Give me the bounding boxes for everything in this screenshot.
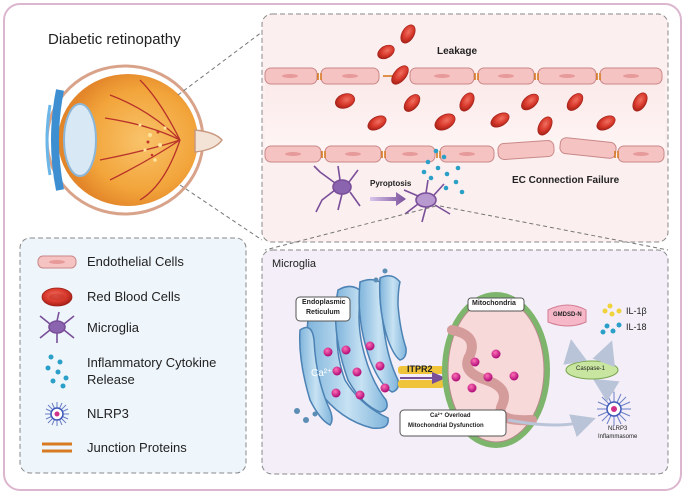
endothelial-row-top bbox=[264, 67, 663, 85]
microglia-panel-title: Microglia bbox=[272, 258, 317, 270]
legend-label-junction: Junction Proteins bbox=[87, 440, 187, 455]
legend-icons bbox=[37, 255, 77, 453]
ec-failure-label: EC Connection Failure bbox=[512, 175, 620, 186]
microglia-pyroptotic bbox=[403, 179, 451, 223]
gsdmd-label: GMDSD-N bbox=[553, 312, 582, 318]
overload-label-line2: Mitochondrial Dysfunction bbox=[408, 423, 484, 429]
gsdmd-shape bbox=[547, 304, 587, 327]
er-label-line2: Reticulum bbox=[306, 309, 340, 316]
junction-proteins bbox=[317, 73, 619, 158]
legend-label-microglia: Microglia bbox=[87, 320, 140, 335]
pyroptosis-label: Pyroptosis bbox=[370, 179, 412, 188]
figure-title: Diabetic retinopathy bbox=[48, 31, 181, 48]
caspase-label: Caspase-1 bbox=[576, 366, 606, 372]
legend-label-cytokine-line1: Inflammatory Cytokine bbox=[87, 355, 217, 370]
legend-panel bbox=[19, 237, 247, 474]
calcium-ions-er bbox=[323, 341, 390, 400]
er-label-line1: Endoplasmic bbox=[302, 299, 346, 306]
il18-label: IL-18 bbox=[626, 322, 647, 332]
calcium-ions-mito bbox=[451, 349, 519, 393]
ca-label: Ca²⁺ bbox=[311, 368, 333, 379]
il18-dots bbox=[600, 322, 622, 335]
nlrp3-label-line2: Inflammasome bbox=[598, 434, 638, 440]
legend-label-nlrp3: NLRP3 bbox=[87, 406, 129, 421]
legend-label-cytokine-line2: Release bbox=[87, 372, 135, 387]
overload-label-line1: Ca²⁺ Overload bbox=[430, 413, 471, 419]
il1b-dots bbox=[602, 303, 622, 317]
itpr2-label: ITPR2 bbox=[407, 364, 433, 374]
microglia-normal bbox=[313, 165, 361, 213]
leakage-label: Leakage bbox=[437, 46, 478, 57]
red-blood-cells bbox=[335, 24, 648, 136]
legend-label-endothelial: Endothelial Cells bbox=[87, 254, 184, 269]
nlrp3-label-line1: NLRP3 bbox=[608, 426, 628, 432]
nlrp3-inflammasome bbox=[597, 392, 631, 426]
eye-illustration bbox=[45, 64, 223, 216]
cytokine-cluster bbox=[421, 148, 465, 195]
legend-label-rbc: Red Blood Cells bbox=[87, 289, 181, 304]
mito-label: Mitochondria bbox=[472, 300, 516, 307]
il1b-label: IL-1β bbox=[626, 306, 647, 316]
